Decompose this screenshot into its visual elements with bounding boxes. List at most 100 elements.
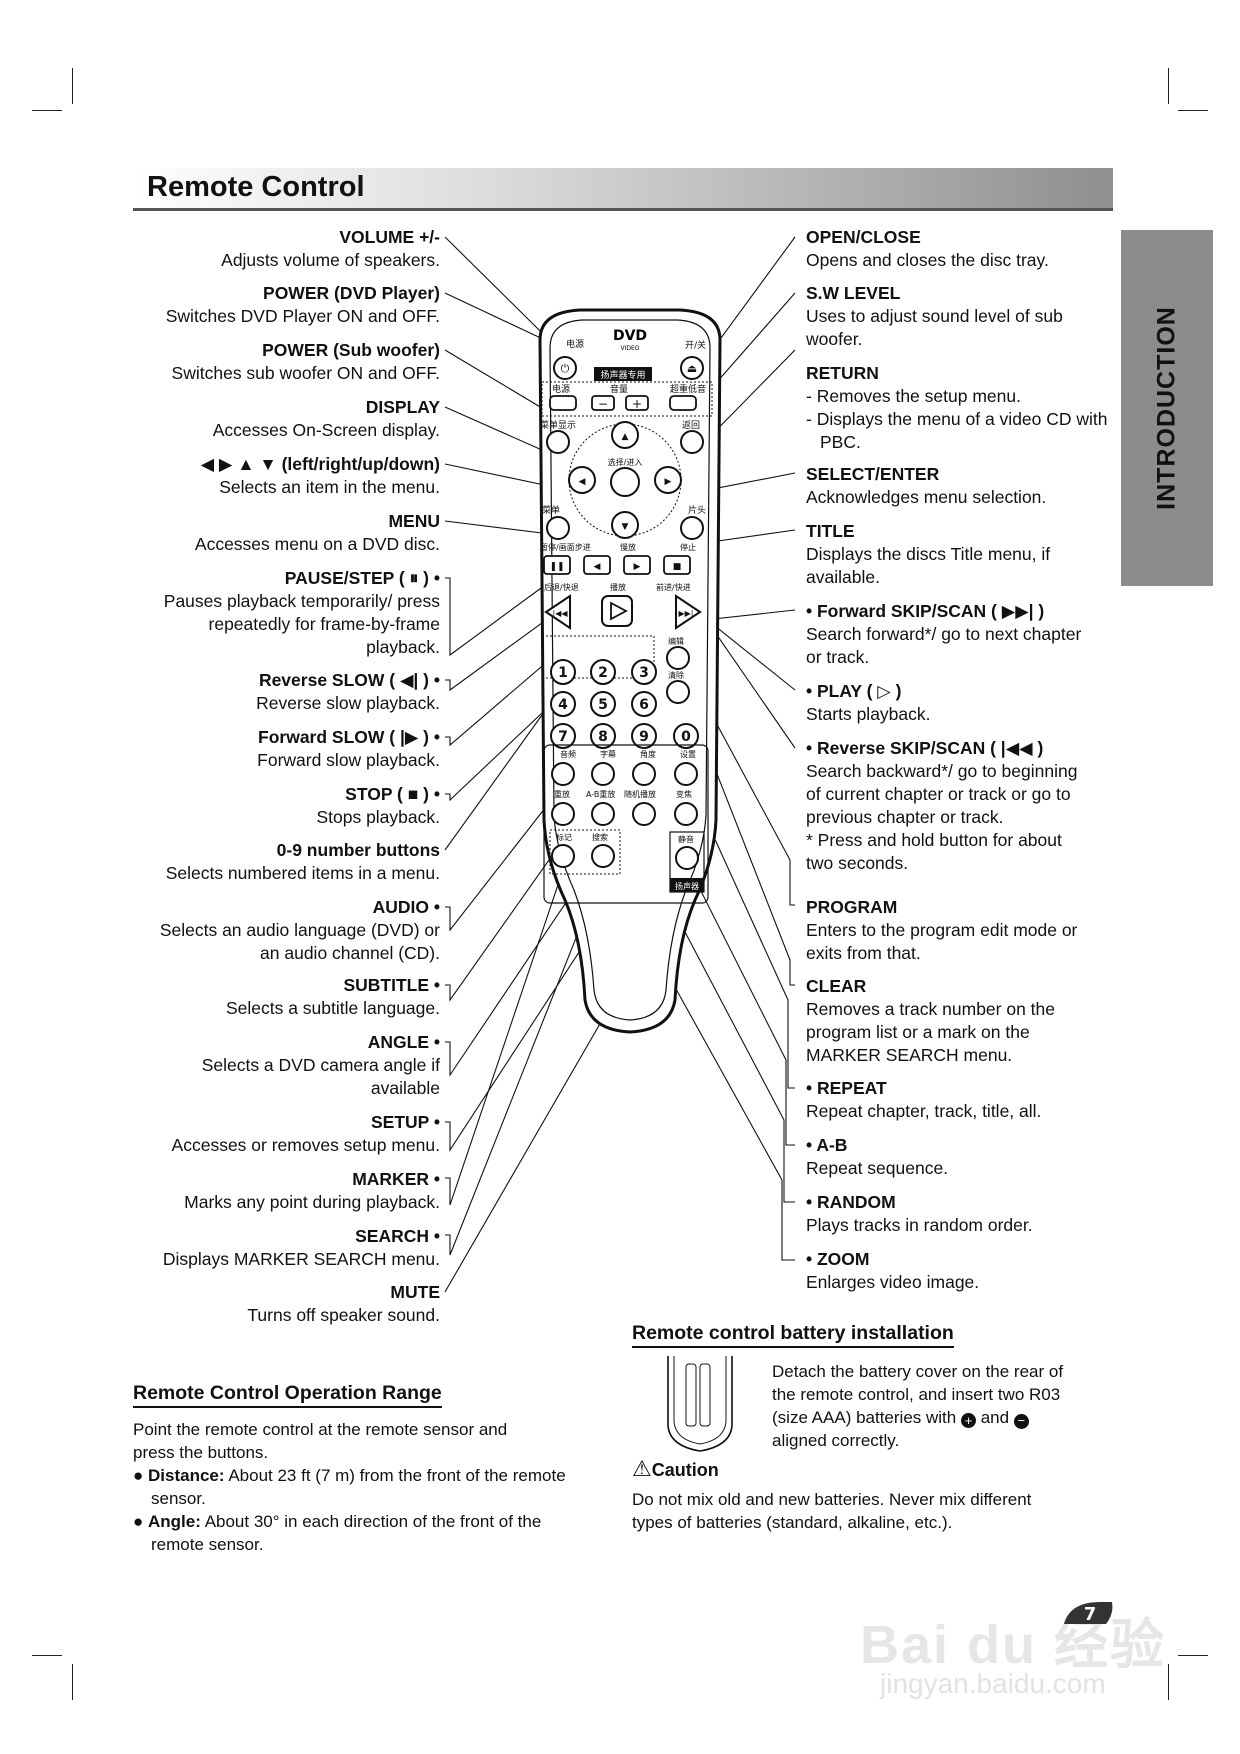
setup-button[interactable]	[674, 762, 698, 786]
caution-text: Do not mix old and new batteries. Never …	[632, 1490, 1032, 1532]
sub-power-button[interactable]	[549, 395, 577, 411]
number-button-0[interactable]	[673, 723, 699, 749]
number-button-5[interactable]	[590, 691, 616, 717]
svg-text:菜单: 菜单	[542, 504, 560, 516]
random-button[interactable]	[632, 802, 656, 826]
repeat-button[interactable]	[551, 802, 575, 826]
title-button[interactable]	[680, 516, 704, 540]
label-name: SETUP •	[370, 1112, 440, 1132]
label-name: MARKER •	[352, 1169, 440, 1189]
label-description: Removes a track number on the	[806, 999, 1056, 1019]
warning-icon: ⚠	[632, 1456, 652, 1481]
down-button[interactable]	[611, 511, 639, 539]
svg-text:音量: 音量	[610, 383, 628, 395]
label-name: VOLUME +/-	[339, 227, 440, 247]
svg-text:字幕: 字幕	[600, 749, 616, 759]
volume-up-button[interactable]	[625, 395, 649, 411]
stop-icon: ■	[673, 562, 682, 572]
label-name: SELECT/ENTER	[806, 464, 940, 484]
forward-slow-button[interactable]	[623, 555, 651, 575]
volume-down-button[interactable]	[591, 395, 615, 411]
number-button-label: 6	[639, 697, 649, 713]
power-icon: ⏻	[561, 362, 570, 375]
left-label-6: PAUSE/STEP ( ⏸ ) •Pauses playback tempor…	[100, 567, 440, 659]
zoom-button[interactable]	[674, 802, 698, 826]
left-button[interactable]	[568, 466, 596, 494]
angle-button[interactable]	[632, 762, 656, 786]
crop-mark	[1178, 1655, 1208, 1656]
svg-text:超重低音: 超重低音	[670, 383, 706, 395]
up-button[interactable]	[611, 421, 639, 449]
reverse-slow-button[interactable]	[583, 555, 611, 575]
marker-button[interactable]	[551, 844, 575, 868]
number-button-3[interactable]	[631, 659, 657, 685]
forward-skip-button[interactable]	[675, 594, 702, 630]
speaker-only-badge	[594, 367, 652, 381]
svg-text:清除: 清除	[668, 670, 684, 680]
svg-text:停止: 停止	[680, 542, 696, 552]
svg-text:开/关: 开/关	[685, 339, 706, 351]
battery-text: Detach the battery cover on the rear of …	[772, 1362, 1064, 1450]
return-button[interactable]	[680, 430, 704, 454]
label-description: Uses to adjust sound level of sub	[806, 306, 1063, 326]
label-description: Accesses menu on a DVD disc.	[194, 534, 440, 554]
ab-button[interactable]	[591, 802, 615, 826]
menu-button[interactable]	[546, 516, 570, 540]
label-name: MUTE	[390, 1282, 440, 1302]
remote-control-illustration: DVD VIDEO 电源 开/关 ⏻ ⏏ 扬声器专用 电源 音量 超重低音 − …	[538, 308, 722, 1034]
svg-text:片头: 片头	[688, 504, 706, 516]
number-button-9[interactable]	[631, 723, 657, 749]
svg-text:电源: 电源	[566, 338, 584, 350]
label-description: Forward slow playback.	[257, 750, 440, 770]
label-description: previous chapter or track.	[806, 807, 1004, 827]
power-button[interactable]	[553, 356, 577, 380]
side-tab: INTRODUCTION	[1121, 230, 1213, 586]
search-button[interactable]	[591, 844, 615, 868]
open-close-button[interactable]	[680, 356, 704, 380]
svg-text:播放: 播放	[610, 582, 626, 592]
svg-text:返回: 返回	[682, 419, 700, 431]
number-button-4[interactable]	[550, 691, 576, 717]
crop-mark	[72, 68, 73, 104]
number-button-1[interactable]	[550, 659, 576, 685]
svg-text:搜索: 搜索	[592, 832, 608, 842]
svg-text:后退/快退: 后退/快退	[544, 582, 579, 592]
label-name: SUBTITLE •	[343, 975, 440, 995]
number-button-2[interactable]	[590, 659, 616, 685]
label-name: ANGLE •	[367, 1032, 440, 1052]
stop-button[interactable]	[663, 555, 691, 575]
left-label-4: ◀ ▶ ▲ ▼ (left/right/up/down)Selects an i…	[100, 453, 440, 499]
reverse-skip-button[interactable]	[544, 594, 571, 630]
left-label-2: POWER (Sub woofer)Switches sub woofer ON…	[100, 339, 440, 385]
label-name: MENU	[388, 511, 440, 531]
audio-button[interactable]	[551, 762, 575, 786]
label-description: an audio channel (CD).	[260, 943, 440, 963]
left-label-15: MARKER •Marks any point during playback.	[100, 1168, 440, 1214]
number-button-8[interactable]	[590, 723, 616, 749]
eject-icon: ⏏	[687, 362, 697, 375]
label-name: ◀ ▶ ▲ ▼ (left/right/up/down)	[200, 454, 440, 474]
enter-button[interactable]	[610, 467, 640, 497]
crop-mark	[1178, 110, 1208, 111]
number-button-7[interactable]	[550, 723, 576, 749]
label-description: Displays MARKER SEARCH menu.	[162, 1249, 440, 1269]
left-label-8: Forward SLOW ( |▶ ) •Forward slow playba…	[100, 726, 440, 772]
number-button-6[interactable]	[631, 691, 657, 717]
mute-button[interactable]	[675, 846, 699, 870]
clear-button[interactable]	[666, 680, 690, 704]
display-button[interactable]	[546, 430, 570, 454]
sw-level-button[interactable]	[669, 395, 697, 411]
range-heading: Remote Control Operation Range	[133, 1382, 442, 1408]
label-name: CLEAR	[806, 976, 867, 996]
right-button[interactable]	[654, 466, 682, 494]
label-description: - Displays the menu of a video CD with P…	[806, 409, 1108, 452]
crop-mark	[32, 110, 62, 111]
dvd-logo: DVD	[613, 328, 647, 344]
label-description: woofer.	[806, 329, 863, 349]
subtitle-button[interactable]	[591, 762, 615, 786]
pause-button[interactable]	[543, 555, 571, 575]
program-button[interactable]	[666, 646, 690, 670]
